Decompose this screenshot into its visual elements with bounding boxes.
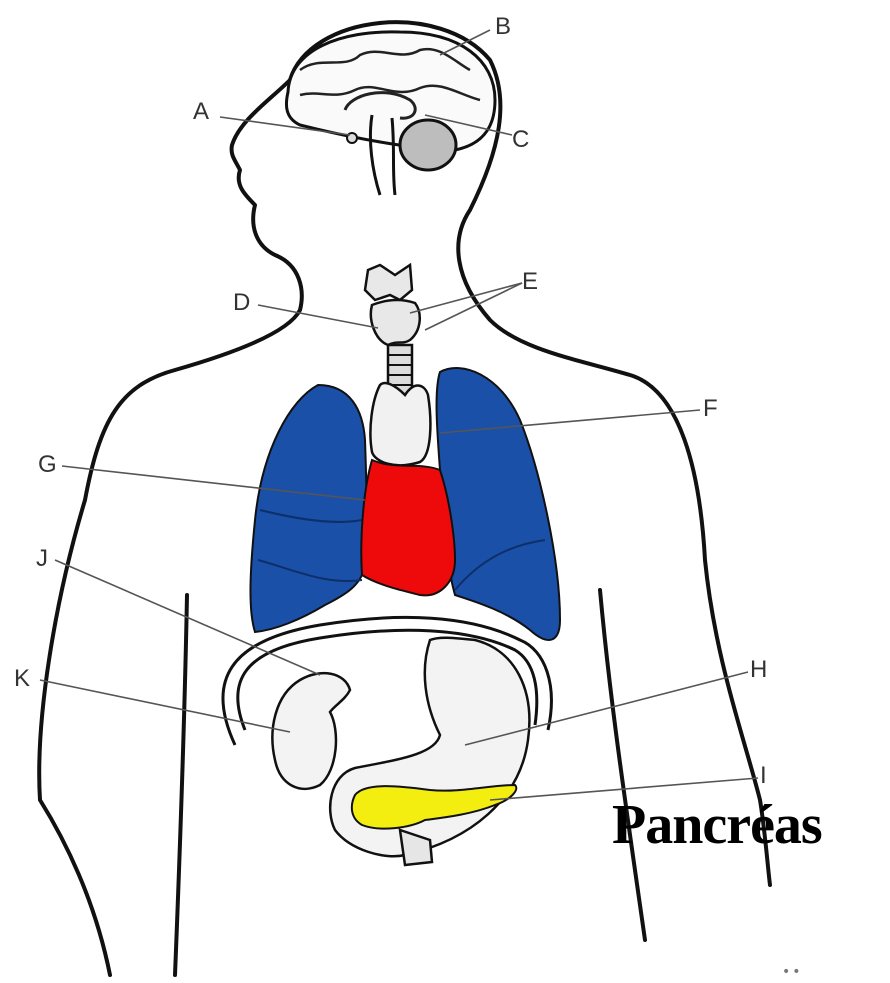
label-b: B [495,15,511,39]
right-lung [250,385,366,632]
pancreas-caption: Pancréas [612,797,822,853]
label-f: F [703,397,718,421]
label-c: C [512,128,529,152]
label-e: E [522,270,538,294]
label-g: G [38,453,57,477]
thymus [370,383,430,465]
corner-mark: •• [782,964,803,980]
label-i: I [760,764,767,788]
label-h: H [750,658,767,682]
label-d: D [233,291,250,315]
label-j: J [36,547,48,571]
label-a: A [193,100,209,124]
left-lung [437,368,560,640]
label-k: K [14,667,30,691]
heart [361,460,455,595]
brain [286,32,495,195]
